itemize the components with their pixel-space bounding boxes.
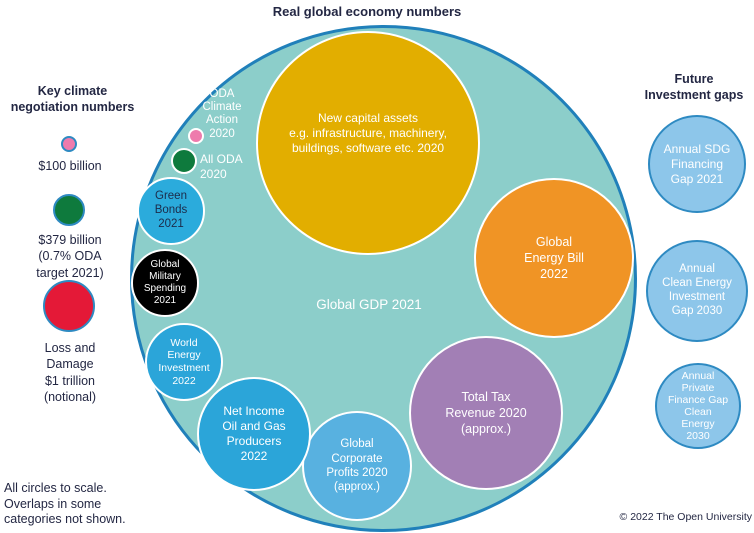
all-oda-label: All ODA 2020	[200, 152, 243, 181]
global-corporate-profits-circle: Global Corporate Profits 2020 (approx.)	[302, 411, 412, 521]
loss-damage-label: Loss and Damage $1 trillion (notional)	[43, 341, 97, 404]
page-title: Real global economy numbers	[272, 4, 462, 19]
annual-clean-energy-gap-circle: Annual Clean Energy Investment Gap 2030	[646, 240, 748, 342]
world-energy-investment-circle: World Energy Investment 2022	[145, 323, 223, 401]
oda-target-label: $379 billion (0.7% ODA target 2021)	[36, 233, 104, 280]
green-bonds-circle: Green Bonds 2021	[137, 177, 205, 245]
net-income-oil-gas-circle: Net Income Oil and Gas Producers 2022	[197, 377, 311, 491]
global-military-spending-circle: Global Military Spending 2021	[131, 249, 199, 317]
key-climate-heading: Key climate negotiation numbers	[10, 84, 135, 114]
oda-climate-action-label: ODA Climate Action 2020	[202, 88, 242, 140]
total-tax-revenue-circle: Total Tax Revenue 2020 (approx.)	[409, 336, 563, 490]
new-capital-assets-circle: New capital assets e.g. infrastructure, …	[256, 31, 480, 255]
future-investment-gaps-heading: Future Investment gaps	[644, 72, 744, 102]
global-gdp-label: Global GDP 2021	[316, 297, 422, 312]
copyright-text: © 2022 The Open University	[619, 511, 752, 523]
oda-target-circle	[53, 194, 85, 226]
hundred-billion-circle	[61, 136, 77, 152]
global-energy-bill-circle: Global Energy Bill 2022	[474, 178, 634, 338]
annual-private-finance-gap-circle: Annual Private Finance Gap Clean Energy …	[655, 363, 741, 449]
annual-sdg-financing-gap-circle: Annual SDG Financing Gap 2021	[648, 115, 746, 213]
scale-note: All circles to scale. Overlaps in some c…	[4, 481, 126, 527]
hundred-billion-label: $100 billion	[38, 159, 102, 173]
oda-climate-action-circle	[188, 128, 204, 144]
loss-damage-circle	[43, 280, 95, 332]
all-oda-circle	[171, 148, 197, 174]
